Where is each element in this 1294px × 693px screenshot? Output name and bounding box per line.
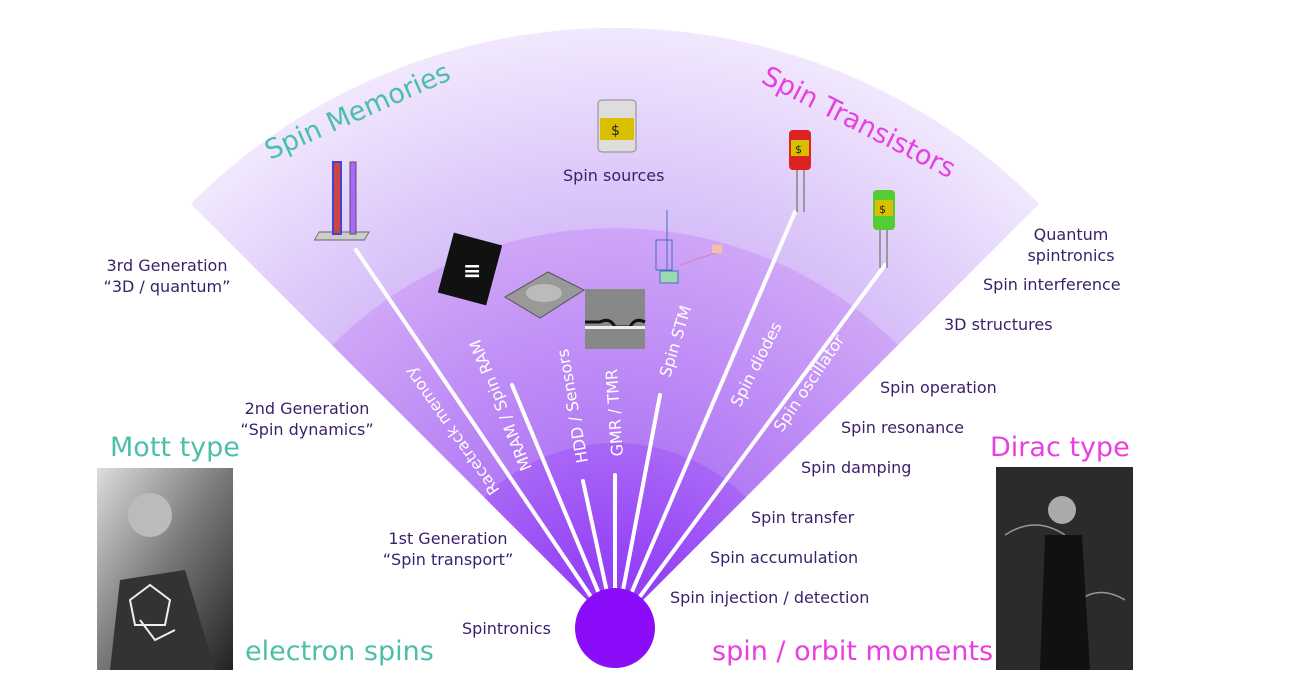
hard-disk-icon bbox=[504, 271, 586, 319]
chip-icon: ≡ bbox=[437, 232, 503, 306]
gmr-micrograph-icon bbox=[585, 289, 646, 349]
dirac-type-label: Dirac type bbox=[990, 432, 1130, 463]
phenomenon-label: Spin damping bbox=[801, 458, 911, 477]
svg-text:$: $ bbox=[611, 123, 620, 139]
transistor-red-icon: $ bbox=[789, 130, 811, 212]
phenomenon-label: Spin injection / detection bbox=[670, 588, 869, 607]
ray-line bbox=[581, 479, 612, 608]
mott-photo bbox=[97, 468, 233, 670]
ray-lines bbox=[354, 210, 887, 612]
svg-text:$: $ bbox=[795, 143, 802, 156]
stm-diagram-icon bbox=[655, 210, 722, 284]
generation-3rd: 3rd Generation“3D / quantum” bbox=[104, 256, 231, 296]
spintronics-core bbox=[575, 588, 655, 668]
ray-line bbox=[628, 263, 887, 612]
center-label: Spintronics bbox=[462, 619, 551, 638]
dirac-photo bbox=[996, 467, 1133, 670]
svg-text:$: $ bbox=[879, 203, 886, 216]
phenomenon-label: Spin transfer bbox=[751, 508, 855, 527]
ray-line bbox=[354, 248, 602, 612]
ray-line bbox=[623, 210, 797, 610]
phenomenon-label: 3D structures bbox=[944, 315, 1053, 334]
ray-line bbox=[510, 383, 607, 610]
phenomenon-label: Spin resonance bbox=[841, 418, 964, 437]
racetrack-icon bbox=[313, 161, 370, 241]
transistor-green-icon: $ bbox=[873, 190, 895, 268]
fan-band-2nd-generation bbox=[332, 228, 898, 628]
svg-text:≡: ≡ bbox=[463, 259, 481, 284]
phenomenon-label: Spin interference bbox=[983, 275, 1121, 294]
electron-spins-label: electron spins bbox=[245, 636, 434, 667]
spin-sources-label: Spin sources bbox=[563, 166, 664, 185]
ray-line bbox=[618, 393, 662, 608]
mott-type-label: Mott type bbox=[110, 432, 240, 463]
phenomenon-label: Spin operation bbox=[880, 378, 997, 397]
generation-1st: 1st Generation“Spin transport” bbox=[383, 529, 514, 569]
spin-orbit-moments-label: spin / orbit moments bbox=[712, 636, 993, 667]
generation-2nd: 2nd Generation“Spin dynamics” bbox=[240, 399, 373, 439]
battery-icon: $ bbox=[597, 99, 637, 153]
phenomenon-label: Spin accumulation bbox=[710, 548, 858, 567]
